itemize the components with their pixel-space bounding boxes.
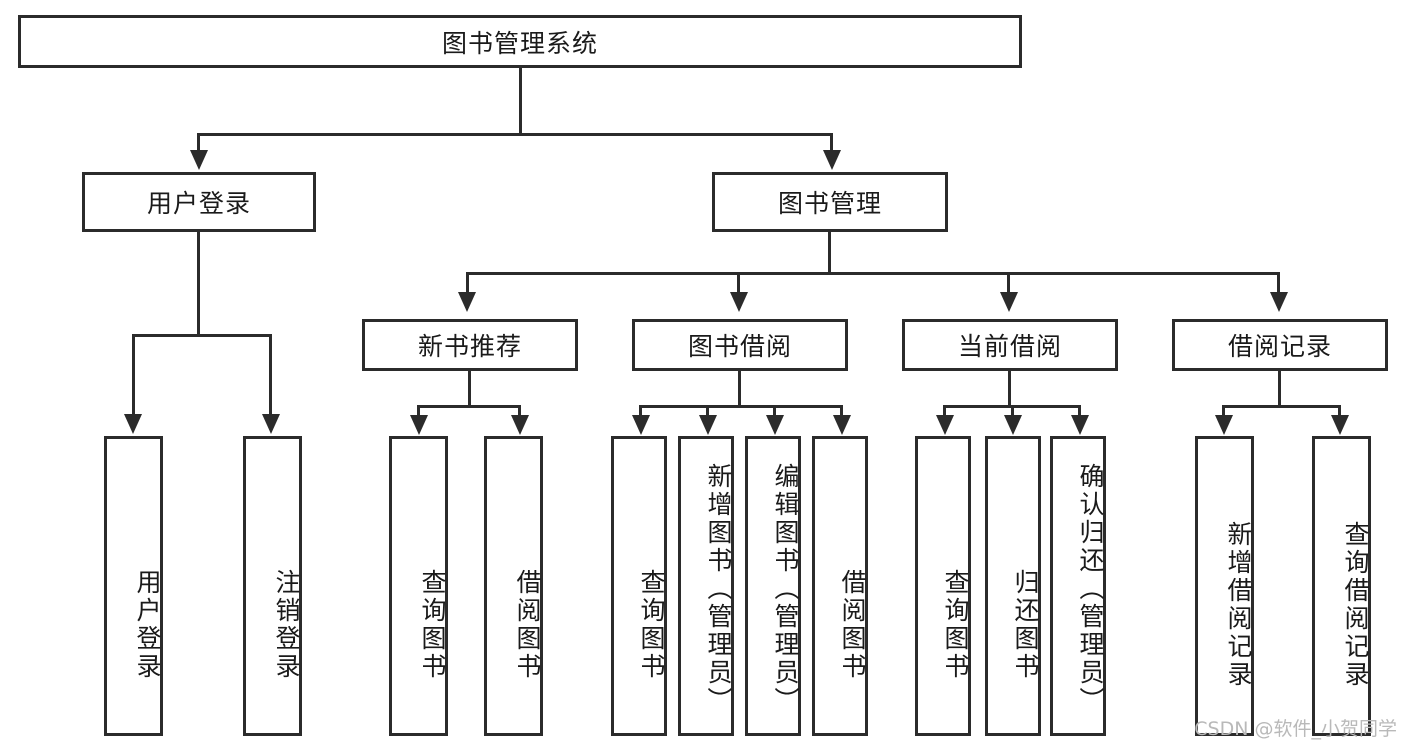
node-label: 图书管理 bbox=[777, 189, 882, 218]
connector-br-bar bbox=[1222, 405, 1341, 408]
arrow-to-leaf-query-book-2 bbox=[632, 415, 650, 435]
leaf-user-logout[interactable]: 注销登录 bbox=[243, 436, 302, 736]
connector-book-manage-stem bbox=[828, 232, 831, 274]
connector-book-manage-bar bbox=[466, 272, 1280, 275]
leaf-borrow-book-2[interactable]: 借阅图书 bbox=[812, 436, 868, 736]
connector-bm-drop-2 bbox=[737, 272, 740, 292]
node-label: 当前借阅 bbox=[957, 332, 1062, 361]
leaf-query-record[interactable]: 查询借阅记录 bbox=[1312, 436, 1371, 736]
node-label: 查询图书 bbox=[941, 569, 970, 681]
connector-bb-bar bbox=[639, 405, 843, 408]
arrow-to-leaf-confirm-return bbox=[1071, 415, 1089, 435]
connector-nbr-bar bbox=[417, 405, 521, 408]
connector-br-drop-2 bbox=[1338, 405, 1341, 416]
leaf-query-book-3[interactable]: 查询图书 bbox=[915, 436, 971, 736]
node-label: 归还图书 bbox=[1011, 569, 1040, 681]
connector-user-login-bar bbox=[132, 334, 272, 337]
connector-bm-drop-4 bbox=[1277, 272, 1280, 292]
leaf-edit-book[interactable]: 编辑图书（管理员） bbox=[745, 436, 801, 736]
node-user-login[interactable]: 用户登录 bbox=[82, 172, 316, 232]
csdn-watermark: CSDN @软件_小贺同学 bbox=[1194, 718, 1397, 740]
node-label: 新书推荐 bbox=[417, 332, 522, 361]
leaf-borrow-book-1[interactable]: 借阅图书 bbox=[484, 436, 543, 736]
arrow-to-leaf-borrow-book-2 bbox=[833, 415, 851, 435]
node-book-manage[interactable]: 图书管理 bbox=[712, 172, 948, 232]
connector-nbr-drop-2 bbox=[518, 405, 521, 416]
node-label: 新增图书（管理员） bbox=[704, 463, 733, 715]
connector-user-login-stem bbox=[197, 232, 200, 336]
leaf-confirm-return[interactable]: 确认归还（管理员） bbox=[1050, 436, 1106, 736]
node-label: 注销登录 bbox=[272, 569, 301, 681]
arrow-to-leaf-return-book bbox=[1004, 415, 1022, 435]
connector-root-to-user-login bbox=[197, 133, 200, 151]
connector-bb-drop-3 bbox=[773, 405, 776, 416]
arrow-to-leaf-query-book-1 bbox=[410, 415, 428, 435]
arrow-to-leaf-add-record bbox=[1215, 415, 1233, 435]
connector-br-drop-1 bbox=[1222, 405, 1225, 416]
arrow-to-leaf-query-record bbox=[1331, 415, 1349, 435]
connector-bm-drop-3 bbox=[1007, 272, 1010, 292]
arrow-to-leaf-add-book bbox=[699, 415, 717, 435]
arrow-root-to-user-login bbox=[190, 150, 208, 170]
connector-cb-drop-2 bbox=[1011, 405, 1014, 416]
node-label: 图书管理系统 bbox=[441, 28, 598, 58]
arrow-to-leaf-query-book-3 bbox=[936, 415, 954, 435]
connector-cb-drop-1 bbox=[943, 405, 946, 416]
node-current-borrow[interactable]: 当前借阅 bbox=[902, 319, 1118, 371]
connector-cb-stem bbox=[1008, 371, 1011, 407]
connector-bb-drop-1 bbox=[639, 405, 642, 416]
connector-bb-stem bbox=[738, 371, 741, 407]
connector-br-stem bbox=[1278, 371, 1281, 407]
leaf-query-book-2[interactable]: 查询图书 bbox=[611, 436, 667, 736]
node-label: 确认归还（管理员） bbox=[1076, 463, 1105, 715]
arrow-to-leaf-borrow-book-1 bbox=[511, 415, 529, 435]
node-label: 用户登录 bbox=[146, 189, 251, 218]
node-book-borrow[interactable]: 图书借阅 bbox=[632, 319, 848, 371]
arrow-to-borrow-record bbox=[1270, 292, 1288, 312]
leaf-query-book-1[interactable]: 查询图书 bbox=[389, 436, 448, 736]
node-root-system[interactable]: 图书管理系统 bbox=[18, 15, 1022, 68]
arrow-to-book-borrow bbox=[730, 292, 748, 312]
node-label: 借阅图书 bbox=[838, 569, 867, 681]
connector-root-bar bbox=[197, 133, 833, 136]
node-borrow-record[interactable]: 借阅记录 bbox=[1172, 319, 1388, 371]
connector-bb-drop-2 bbox=[706, 405, 709, 416]
arrow-to-new-book-recommend bbox=[458, 292, 476, 312]
connector-user-login-drop-1 bbox=[132, 334, 135, 414]
leaf-user-login[interactable]: 用户登录 bbox=[104, 436, 163, 736]
connector-root-stem bbox=[519, 68, 522, 135]
node-label: 用户登录 bbox=[133, 569, 162, 681]
connector-user-login-drop-2 bbox=[269, 334, 272, 414]
connector-bb-drop-4 bbox=[840, 405, 843, 416]
connector-nbr-drop-1 bbox=[417, 405, 420, 416]
node-new-book-recommend[interactable]: 新书推荐 bbox=[362, 319, 578, 371]
node-label: 借阅记录 bbox=[1227, 332, 1332, 361]
arrow-root-to-book-manage bbox=[823, 150, 841, 170]
arrow-to-leaf-edit-book bbox=[766, 415, 784, 435]
connector-bm-drop-1 bbox=[466, 272, 469, 292]
node-label: 图书借阅 bbox=[687, 332, 792, 361]
arrow-to-current-borrow bbox=[1000, 292, 1018, 312]
node-label: 查询图书 bbox=[637, 569, 666, 681]
leaf-add-record[interactable]: 新增借阅记录 bbox=[1195, 436, 1254, 736]
node-label: 查询借阅记录 bbox=[1341, 521, 1370, 689]
arrow-to-leaf-user-logout bbox=[262, 414, 280, 434]
leaf-return-book[interactable]: 归还图书 bbox=[985, 436, 1041, 736]
node-label: 编辑图书（管理员） bbox=[771, 463, 800, 715]
connector-nbr-stem bbox=[468, 371, 471, 407]
arrow-to-leaf-user-login bbox=[124, 414, 142, 434]
node-label: 借阅图书 bbox=[513, 569, 542, 681]
connector-root-to-book-manage bbox=[830, 133, 833, 151]
leaf-add-book[interactable]: 新增图书（管理员） bbox=[678, 436, 734, 736]
node-label: 查询图书 bbox=[418, 569, 447, 681]
node-label: 新增借阅记录 bbox=[1224, 521, 1253, 689]
connector-cb-drop-3 bbox=[1078, 405, 1081, 416]
